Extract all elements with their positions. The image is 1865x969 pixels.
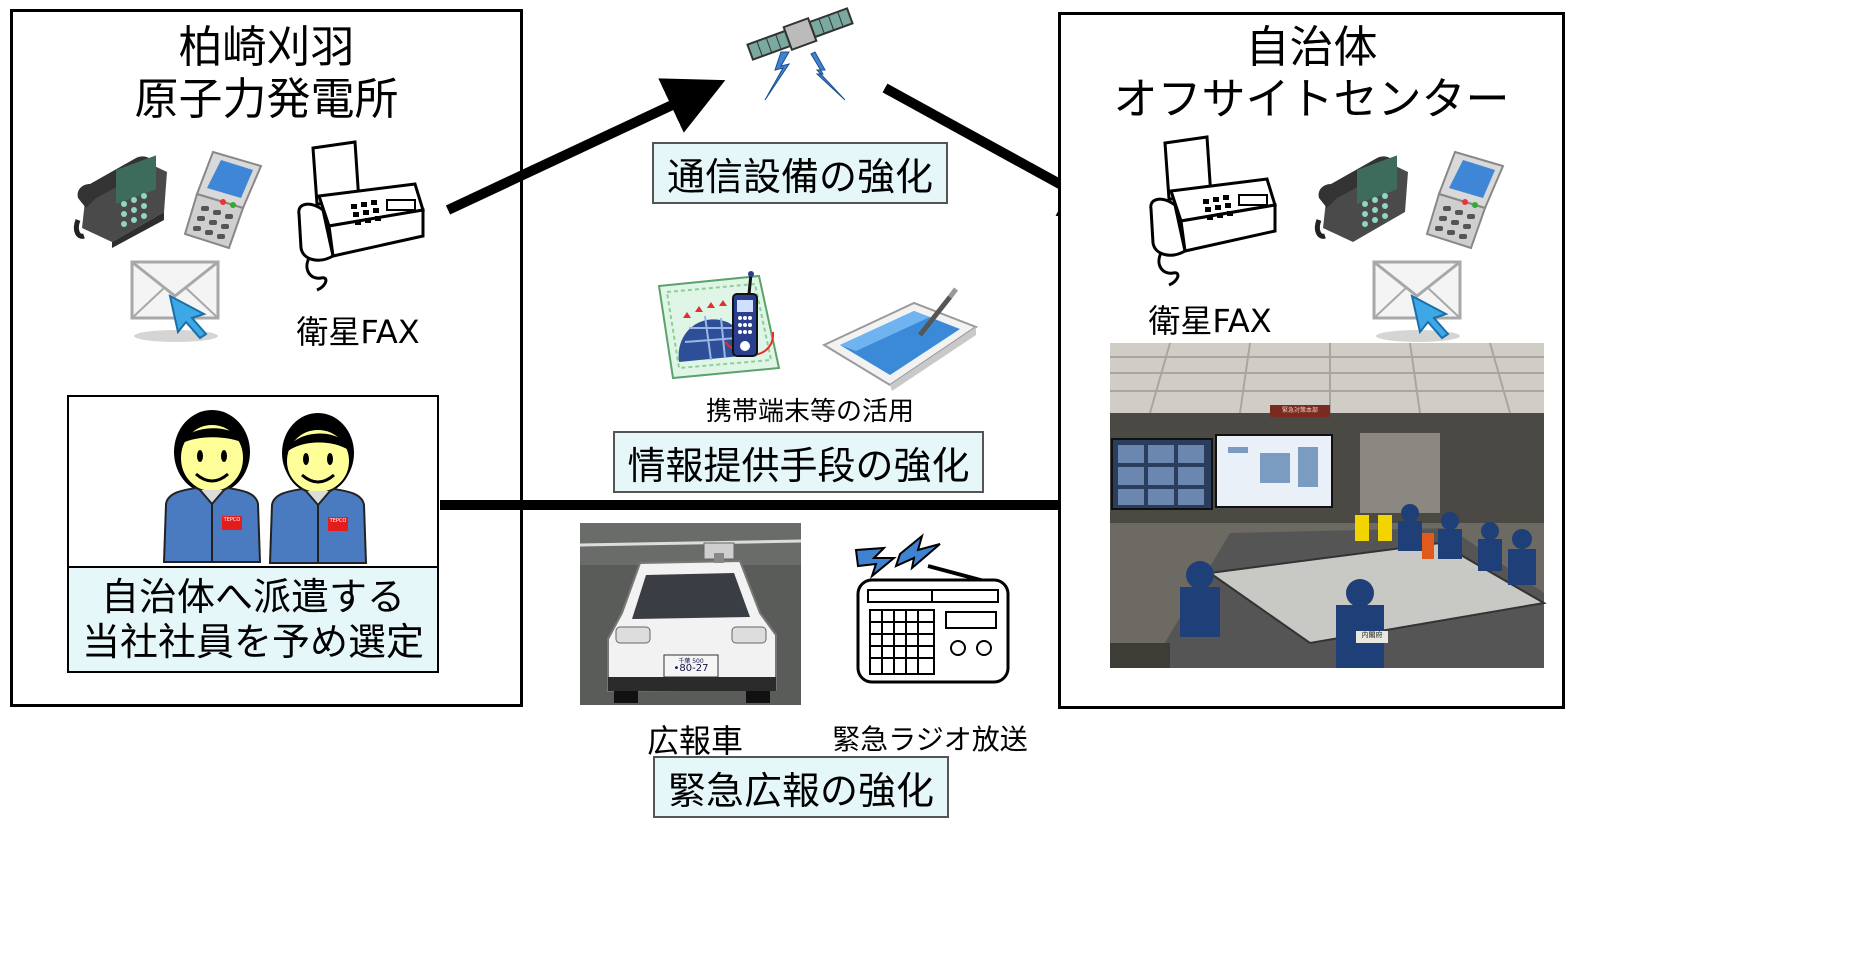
staff-label-line1: 自治体へ派遣する (100, 575, 405, 619)
emergency-radio-label: 緊急ラジオ放送 (832, 723, 1028, 756)
plant-title-line1: 柏崎刈羽 (178, 22, 355, 73)
offsite-title-line1: 自治体 (1245, 22, 1378, 73)
tablet-pen-icon (821, 287, 979, 391)
desk-sign: 内閣府 (1361, 631, 1383, 639)
car-plate-number: •80-27 (673, 663, 709, 674)
staff-badge-1: TEPCO (223, 517, 241, 523)
comm-enhancement-box: 通信設備の強化 (652, 142, 948, 204)
staff-woman-icon (162, 410, 262, 563)
plant-title-line2: 原子力発電所 (134, 74, 399, 125)
arrow-plant-to-satellite (445, 78, 726, 215)
car-plate-top: 千葉 500 (678, 658, 704, 665)
staff-man-icon (268, 413, 368, 564)
staff-badge-2: TEPCO (329, 518, 347, 524)
plant-fax-label: 衛星FAX (296, 313, 420, 351)
emergency-pr-box: 緊急広報の強化 (653, 756, 949, 818)
offsite-mobile-phone-icon (1425, 150, 1505, 250)
info-provision-box: 情報提供手段の強化 (613, 431, 984, 493)
desk-phone-icon (73, 155, 167, 248)
satellite-icon (746, 7, 854, 101)
offsite-fax-icon (1149, 135, 1277, 287)
offsite-fax-label: 衛星FAX (1148, 302, 1272, 340)
mobile-terminal-map-icon (657, 271, 781, 380)
offsite-desk-phone-icon (1314, 155, 1408, 242)
staff-label-box (69, 566, 437, 671)
offsite-email-icon (1372, 260, 1462, 342)
offsite-meeting-room-photo (1110, 342, 1547, 668)
radio-icon (854, 533, 1010, 684)
email-icon (130, 260, 220, 342)
offsite-title-line2: オフサイトセンター (1113, 74, 1510, 125)
pr-car-photo (579, 523, 802, 705)
mobile-terminal-label: 携帯端末等の活用 (705, 397, 914, 427)
pr-car-label: 広報車 (646, 722, 743, 760)
mobile-phone-icon (183, 150, 263, 250)
room-sign: 緊急対策本部 (1281, 407, 1318, 414)
fax-machine-icon (297, 140, 425, 292)
staff-label-line2: 当社社員を予め選定 (81, 620, 424, 664)
